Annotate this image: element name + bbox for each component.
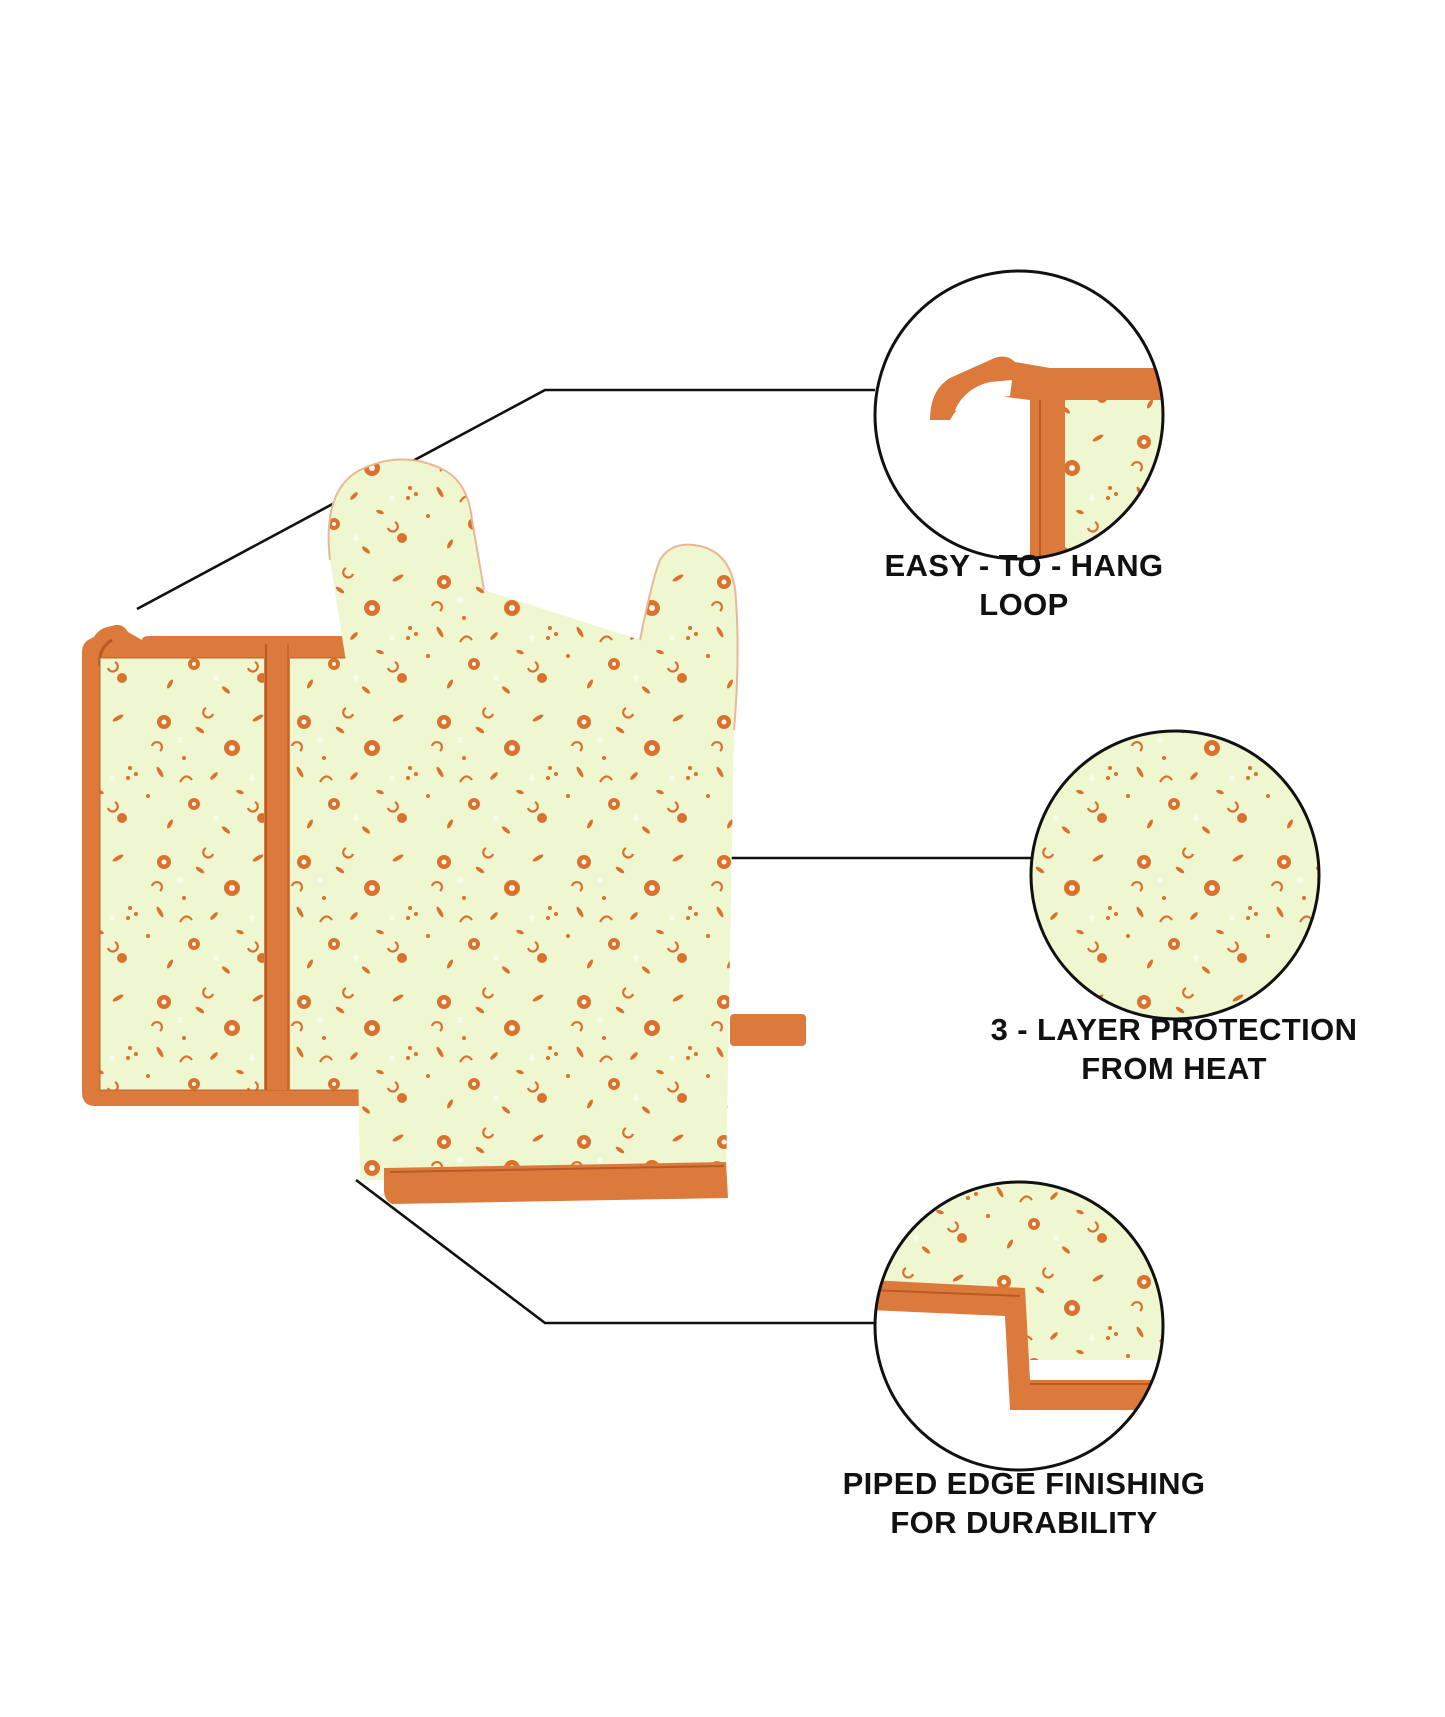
feature-label-layer-line-1: 3 - LAYER PROTECTION [990, 1012, 1358, 1047]
pot-holder [82, 624, 381, 1106]
callout-line-edge [355, 1178, 875, 1325]
oven-mitt [327, 458, 806, 1204]
feature-label-edge-line-1: PIPED EDGE FINISHING [842, 1466, 1206, 1501]
feature-label-loop-line-2: LOOP [979, 587, 1069, 622]
feature-label-loop: EASY - TO - HANG LOOP [794, 546, 1254, 624]
feature-label-edge: PIPED EDGE FINISHING FOR DURABILITY [794, 1464, 1254, 1542]
feature-label-layer-line-2: FROM HEAT [1081, 1051, 1267, 1086]
callout-line-loop [136, 388, 875, 611]
feature-label-edge-line-2: FOR DURABILITY [890, 1505, 1158, 1540]
feature-label-loop-line-1: EASY - TO - HANG [884, 548, 1164, 583]
feature-label-layer: 3 - LAYER PROTECTION FROM HEAT [944, 1010, 1404, 1088]
zoom-circle-layer [1031, 731, 1319, 1019]
